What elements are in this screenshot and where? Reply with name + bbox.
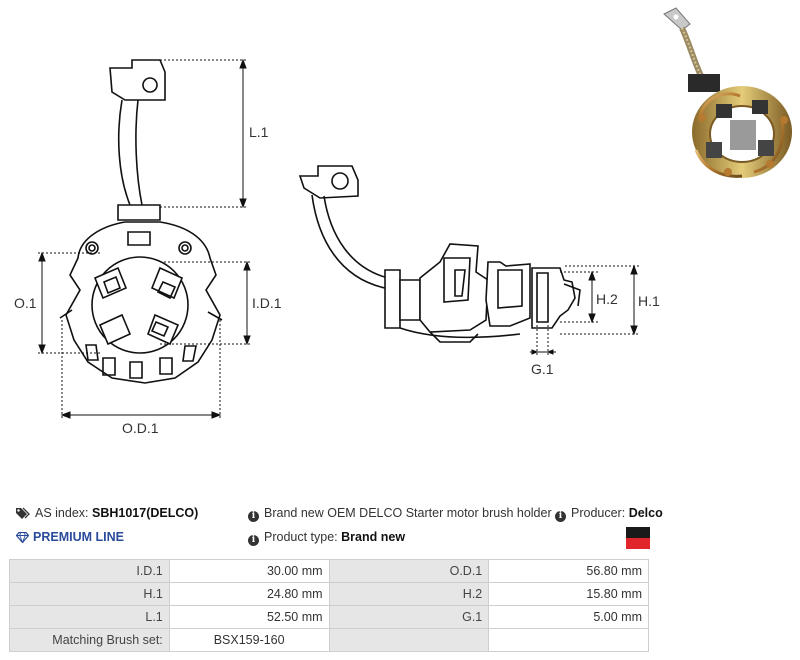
spec-label: L.1 [9,605,170,629]
producer-value: Delco [628,506,663,520]
label-h1: H.1 [638,293,660,309]
spec-value: 56.80 mm [488,559,649,583]
spec-label: Matching Brush set: [9,628,170,652]
spec-label: O.D.1 [328,559,490,583]
flag-top-stripe [626,527,650,538]
table-row: Matching Brush set: BSX159-160 [9,628,649,652]
as-index: AS index: SBH1017(DELCO) [16,506,198,520]
product-type: i Product type: Brand new [248,530,405,546]
label-o1: O.1 [14,295,37,311]
table-row: I.D.1 30.00 mm O.D.1 56.80 mm [9,559,649,583]
diamond-icon [15,531,30,544]
as-index-value: SBH1017(DELCO) [92,506,199,520]
dimension-lines [38,58,640,420]
product-type-label: Product type: [264,530,338,544]
front-view-drawing [59,59,223,384]
spec-value: 5.00 mm [488,605,649,629]
spec-value: BSX159-160 [168,628,330,652]
spec-label [328,628,490,652]
description-text: Brand new OEM DELCO Starter motor brush … [264,506,552,520]
flag-bottom-stripe [626,538,650,549]
spec-label: H.2 [328,582,490,606]
spec-value [488,628,649,652]
info-icon: i [555,511,566,522]
table-row: L.1 52.50 mm G.1 5.00 mm [9,605,649,629]
specifications-table: I.D.1 30.00 mm O.D.1 56.80 mm H.1 24.80 … [9,559,649,652]
label-l1: L.1 [249,124,269,140]
product-type-value: Brand new [341,530,406,544]
spec-label: I.D.1 [9,559,170,583]
spec-value: 24.80 mm [168,582,330,606]
info-icon: i [248,535,259,546]
label-od1: O.D.1 [122,420,159,436]
label-g1: G.1 [531,361,554,377]
producer-flag [626,527,650,549]
spec-value: 52.50 mm [168,605,330,629]
spec-label: H.1 [9,582,170,606]
producer: i Producer: Delco [555,506,663,522]
producer-label: Producer: [571,506,626,520]
spec-value: 15.80 mm [488,582,649,606]
technical-drawing: L.1 O.1 I.D.1 O.D.1 H.2 H.1 G.1 [14,7,792,436]
premium-line-badge: PREMIUM LINE [15,530,124,544]
side-view-drawing [298,165,581,343]
spec-value: 30.00 mm [168,559,330,583]
product-photo [663,7,792,178]
description: i Brand new OEM DELCO Starter motor brush… [248,506,552,522]
premium-line-text: PREMIUM LINE [33,530,124,544]
info-icon: i [248,511,259,522]
as-index-label: AS index: [35,506,89,520]
label-h2: H.2 [596,291,618,307]
label-id1: I.D.1 [252,295,282,311]
table-row: H.1 24.80 mm H.2 15.80 mm [9,582,649,606]
tags-icon [16,507,30,519]
spec-label: G.1 [328,605,490,629]
